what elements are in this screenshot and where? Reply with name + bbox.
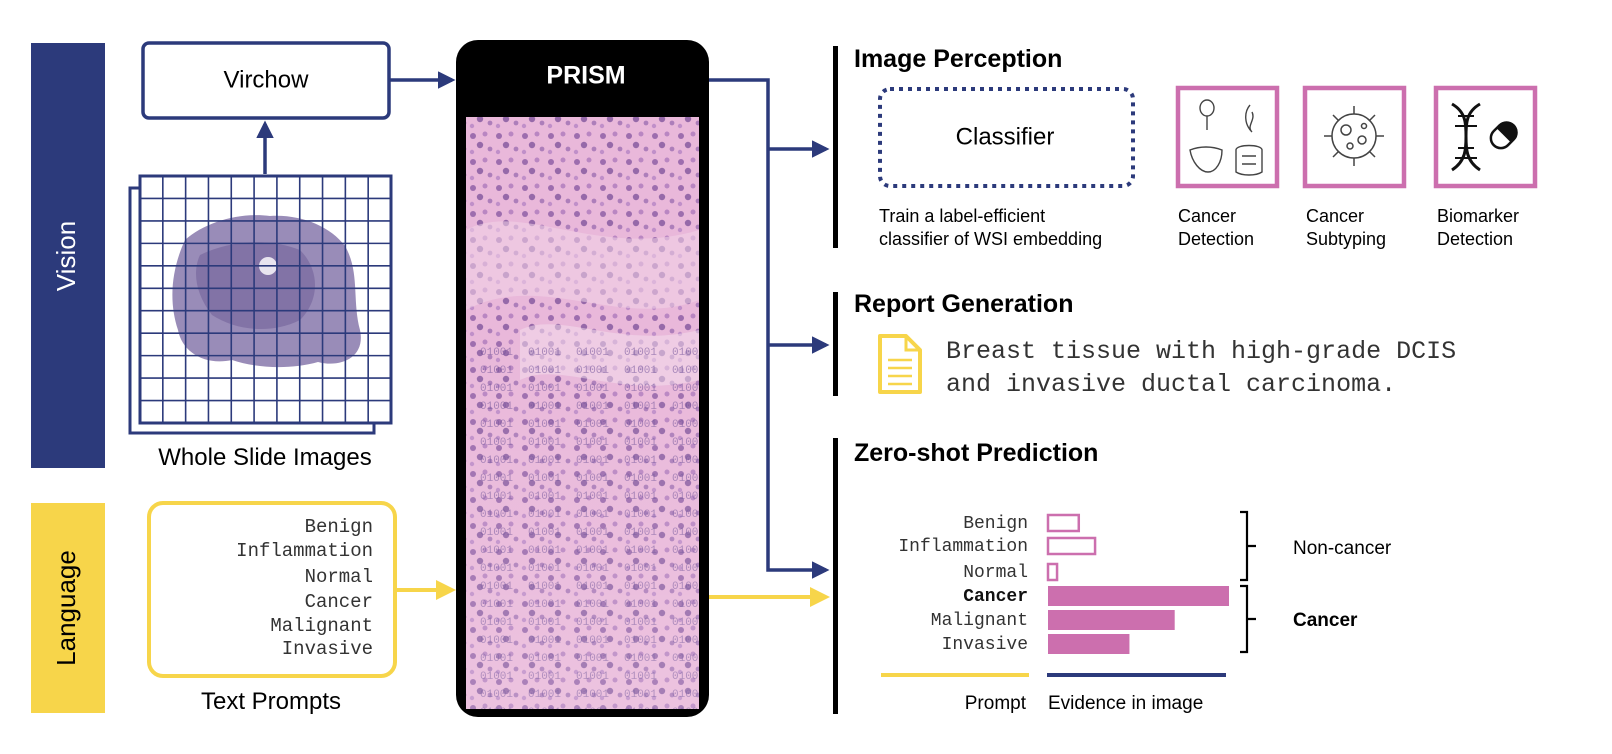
prism-output-connectors bbox=[709, 78, 830, 607]
wsi-grid bbox=[128, 174, 393, 435]
image-perception-bar bbox=[833, 46, 838, 248]
zero-shot-category-label: Cancer bbox=[963, 587, 1028, 607]
task-cancer-subtyping bbox=[1302, 85, 1407, 189]
prompt-item: Inflammation bbox=[236, 540, 373, 562]
report-line-1: Breast tissue with high-grade DCIS bbox=[946, 337, 1456, 366]
vision-label: Vision bbox=[51, 221, 81, 291]
zero-shot-chart: BenignInflammationNormalCancerMalignantI… bbox=[898, 513, 1229, 655]
group-cancer: Cancer bbox=[1293, 610, 1358, 631]
prompt-item: Invasive bbox=[282, 638, 373, 660]
organs-icon bbox=[1189, 99, 1263, 176]
text-prompts-box: BenignInflammationNormalCancerMalignantI… bbox=[147, 501, 397, 678]
zero-shot-bar bbox=[1046, 513, 1081, 533]
task-label-line1: Biomarker bbox=[1437, 206, 1519, 226]
zero-shot-bar bbox=[1046, 562, 1059, 582]
task-label-line2: Detection bbox=[1178, 229, 1254, 249]
language-label: Language bbox=[51, 550, 81, 666]
prism-title: PRISM bbox=[546, 62, 625, 90]
document-icon bbox=[878, 334, 922, 394]
evidence-legend-label: Evidence in image bbox=[1048, 693, 1203, 714]
report-line-2: and invasive ductal carcinoma. bbox=[946, 370, 1396, 399]
prism-panel: PRISM bbox=[456, 40, 709, 717]
task-label-line2: Subtyping bbox=[1306, 229, 1386, 249]
zero-shot-category-label: Invasive bbox=[942, 635, 1028, 655]
zero-shot-bar bbox=[1048, 610, 1175, 630]
prompts-caption: Text Prompts bbox=[201, 688, 341, 715]
vision-sidebar: Vision bbox=[31, 43, 105, 468]
dna-pill-icon bbox=[1451, 102, 1518, 172]
zero-shot-category-label: Benign bbox=[963, 514, 1028, 534]
zero-shot-category-label: Normal bbox=[963, 563, 1028, 583]
zero-shot-bar bbox=[1048, 586, 1229, 606]
task-biomarker-detection bbox=[1433, 85, 1538, 189]
prompt-legend-label: Prompt bbox=[965, 693, 1027, 714]
classifier-desc-line2: classifier of WSI embedding bbox=[879, 229, 1102, 249]
prompt-item: Cancer bbox=[305, 591, 373, 613]
classifier-box: Classifier bbox=[878, 87, 1135, 188]
cell-icon bbox=[1324, 106, 1384, 166]
prompt-item: Normal bbox=[305, 566, 373, 588]
zero-shot-bar bbox=[1046, 536, 1097, 556]
prompt-item: Benign bbox=[305, 516, 373, 538]
classifier-label: Classifier bbox=[956, 123, 1055, 150]
image-perception-title: Image Perception bbox=[854, 45, 1062, 73]
report-generation-title: Report Generation bbox=[854, 290, 1073, 318]
language-sidebar: Language bbox=[31, 503, 105, 713]
virchow-label: Virchow bbox=[224, 66, 310, 93]
task-cancer-detection bbox=[1175, 85, 1280, 189]
zero-shot-bar bbox=[1048, 634, 1130, 654]
classifier-desc-line1: Train a label-efficient bbox=[879, 206, 1045, 226]
prompt-item: Malignant bbox=[270, 615, 373, 637]
task-label-line2: Detection bbox=[1437, 229, 1513, 249]
zero-shot-title: Zero-shot Prediction bbox=[854, 439, 1098, 467]
group-brackets bbox=[1240, 510, 1256, 654]
zero-shot-bar bbox=[833, 438, 838, 714]
zero-shot-category-label: Malignant bbox=[931, 611, 1028, 631]
wsi-caption: Whole Slide Images bbox=[158, 444, 371, 471]
report-generation-bar bbox=[833, 292, 838, 396]
task-label-line1: Cancer bbox=[1178, 206, 1236, 226]
group-non-cancer: Non-cancer bbox=[1293, 538, 1392, 559]
task-label-line1: Cancer bbox=[1306, 206, 1364, 226]
zero-shot-category-label: Inflammation bbox=[898, 537, 1028, 557]
virchow-box: Virchow bbox=[141, 41, 391, 120]
